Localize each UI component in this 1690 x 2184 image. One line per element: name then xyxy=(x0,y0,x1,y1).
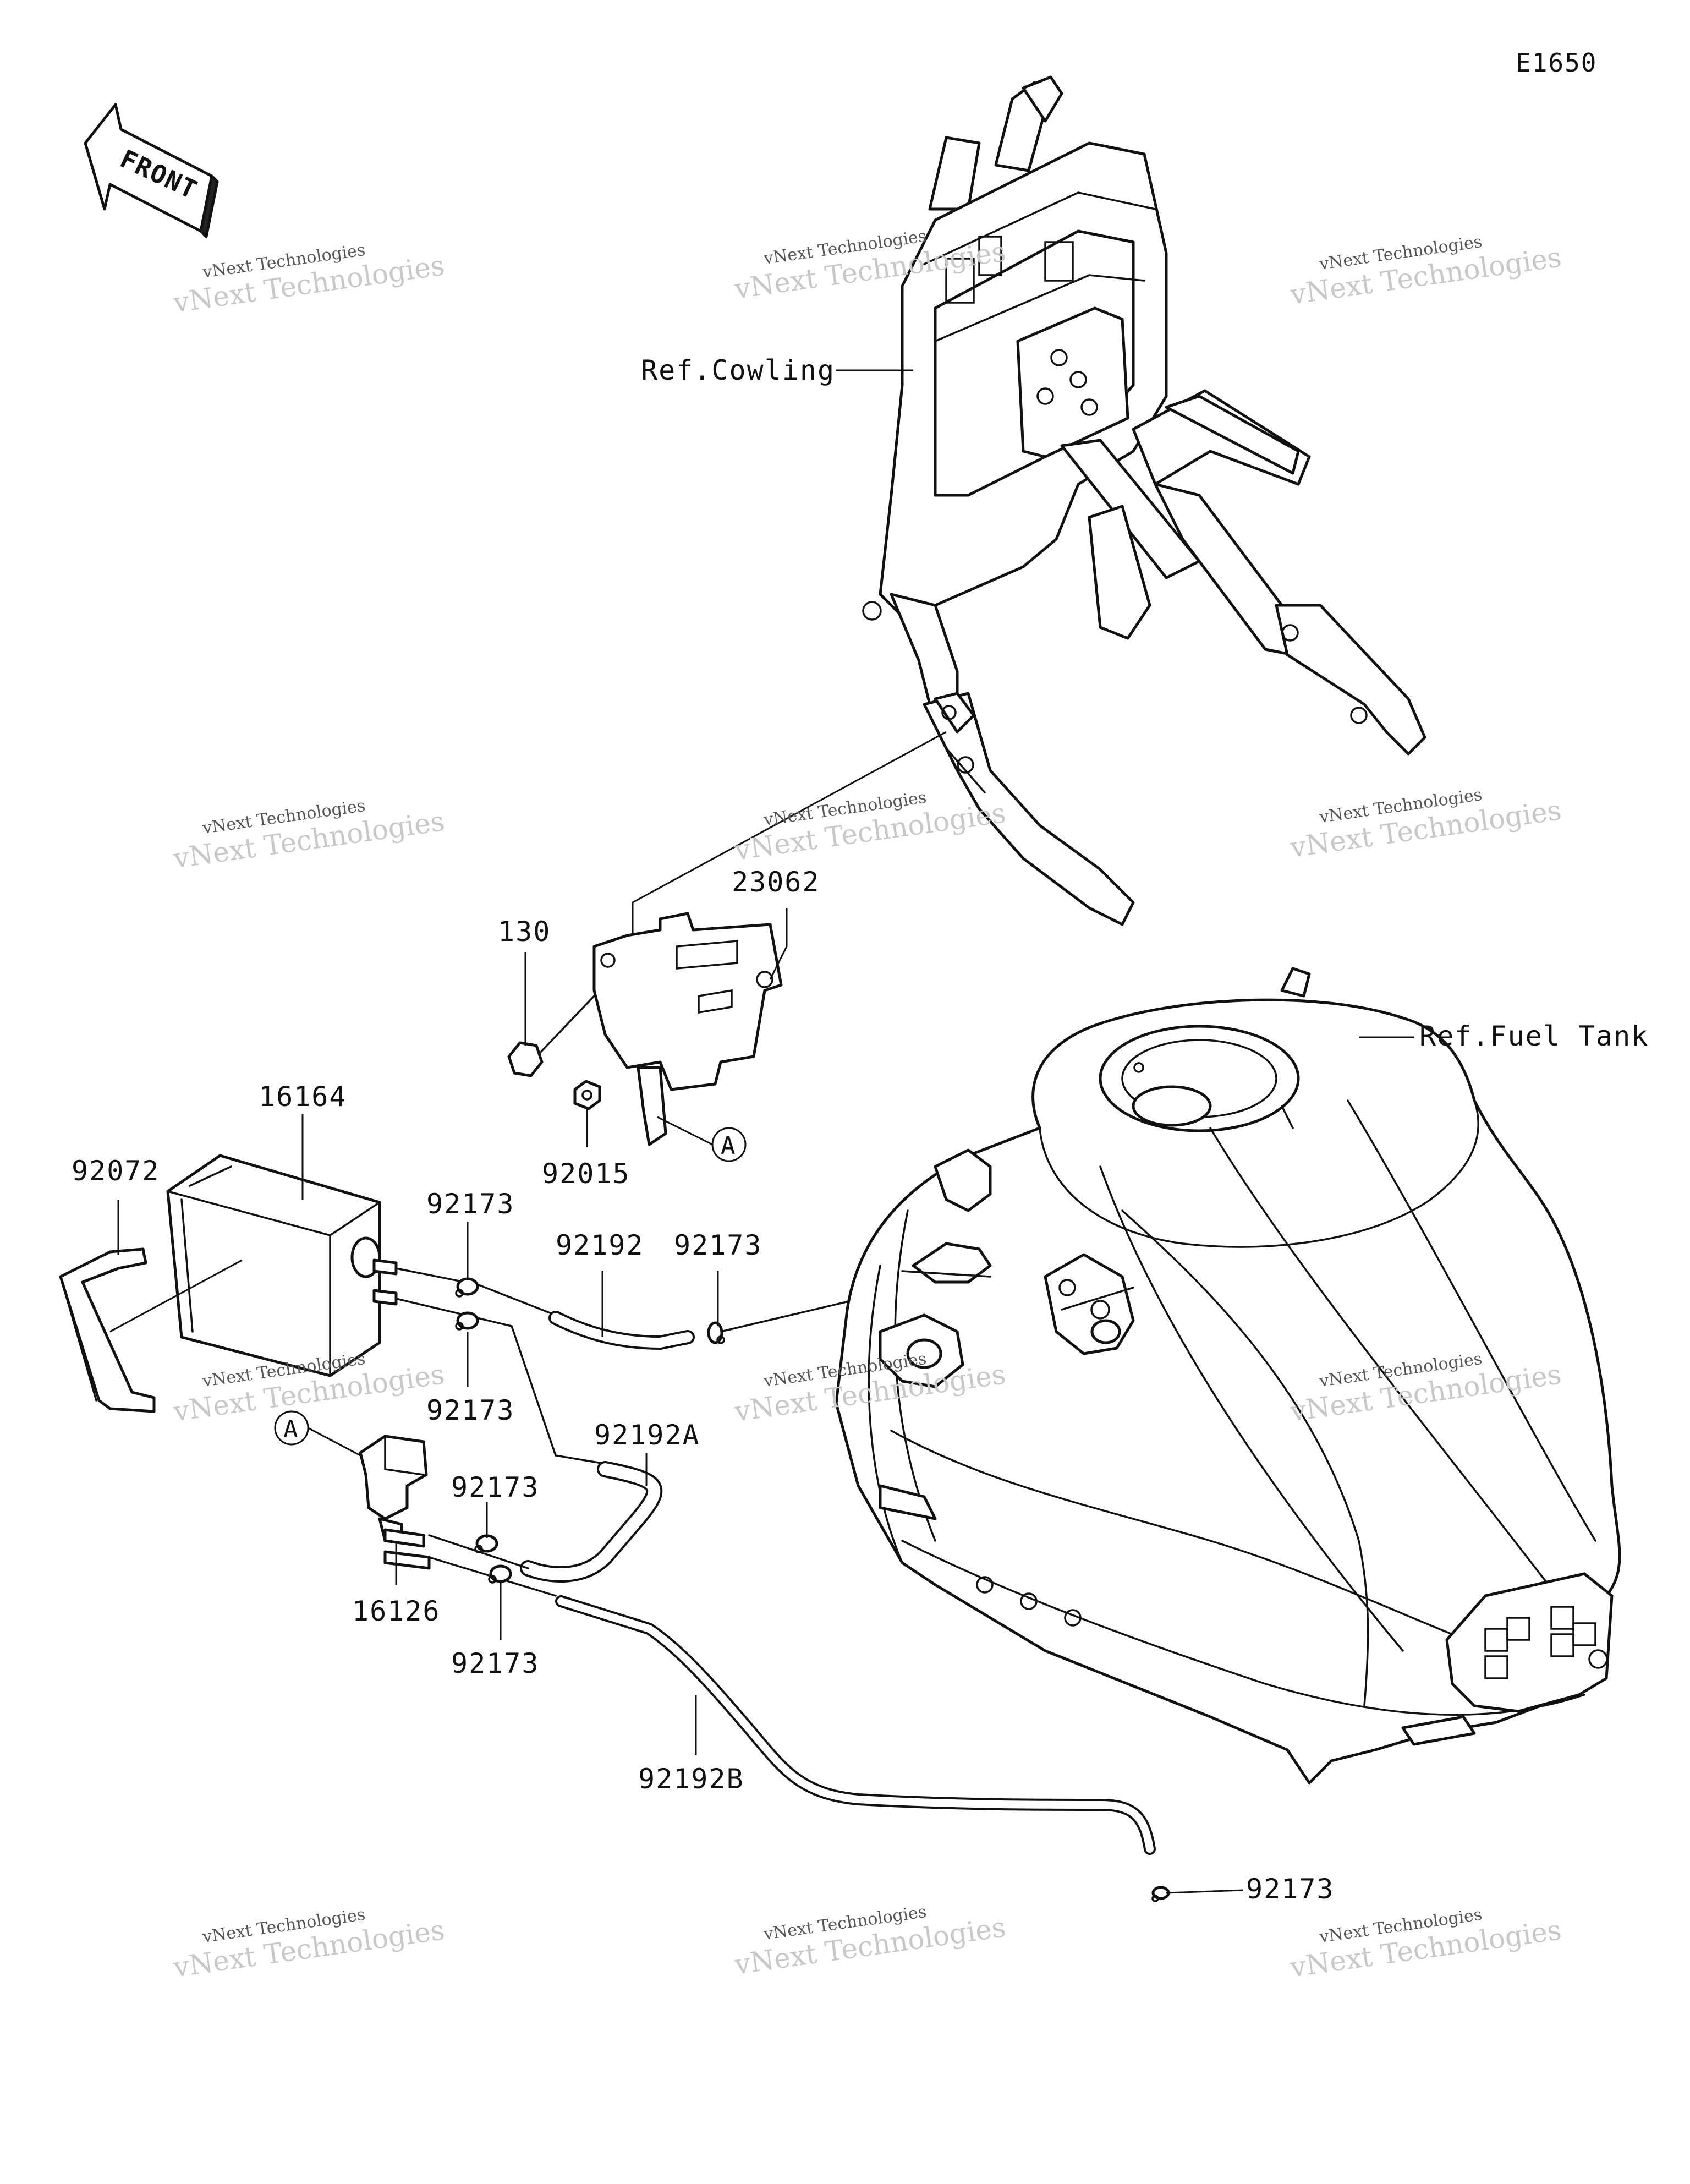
part-label-92173-c: 92173 xyxy=(674,1229,762,1261)
watermark-12: vNext Technologies vNext Technologies xyxy=(1288,1905,1563,1984)
nut-92015 xyxy=(573,1080,601,1110)
part-label-16126: 16126 xyxy=(352,1595,441,1627)
callout-a-bottom: A xyxy=(283,1415,299,1443)
fuel-tank xyxy=(835,967,1621,1785)
watermark-1: vNext Technologies vNext Technologies xyxy=(171,240,447,319)
diagram-code: E1650 xyxy=(1516,48,1597,78)
part-label-92173-f: 92173 xyxy=(1246,1873,1335,1905)
cowling-frame xyxy=(862,75,1426,926)
part-label-92192B: 92192B xyxy=(638,1763,744,1795)
bolt-130 xyxy=(507,995,595,1077)
canister-16164 xyxy=(166,1154,398,1377)
part-label-92173-e: 92173 xyxy=(451,1647,540,1679)
watermark-6: vNext Technologies vNext Technologies xyxy=(1288,785,1563,864)
ref-fuel-tank-label: Ref.Fuel Tank xyxy=(1419,1020,1649,1052)
part-label-16164: 16164 xyxy=(259,1081,347,1113)
part-label-23062: 23062 xyxy=(732,866,820,898)
strap-92072 xyxy=(59,1247,156,1413)
part-label-92173-b: 92173 xyxy=(426,1394,515,1426)
clamp-92173-f xyxy=(1151,1886,1170,1902)
clamp-92173-b xyxy=(455,1311,479,1331)
front-arrow-icon: FRONT xyxy=(84,103,219,238)
clamp-92173-a xyxy=(455,1277,479,1298)
part-label-92192A: 92192A xyxy=(594,1419,700,1451)
part-label-92173-a: 92173 xyxy=(426,1188,515,1220)
part-label-92015: 92015 xyxy=(542,1158,630,1190)
clamp-92173-d xyxy=(474,1534,498,1553)
watermark-3: vNext Technologies vNext Technologies xyxy=(1288,232,1563,311)
watermark-10: vNext Technologies vNext Technologies xyxy=(171,1905,447,1984)
clamp-92173-e xyxy=(488,1564,512,1584)
part-label-92173-d: 92173 xyxy=(451,1471,540,1503)
valve-16126 xyxy=(359,1435,431,1570)
hose-92192A xyxy=(395,1298,663,1583)
watermark-5: vNext Technologies vNext Technologies xyxy=(732,788,1008,867)
watermark-8: vNext Technologies vNext Technologies xyxy=(732,1349,1008,1428)
part-label-92192: 92192 xyxy=(556,1229,644,1261)
part-label-92072: 92072 xyxy=(72,1155,160,1187)
callout-a-top: A xyxy=(721,1132,737,1160)
watermark-11: vNext Technologies vNext Technologies xyxy=(732,1902,1008,1981)
clamp-92173-c xyxy=(707,1321,725,1344)
watermark-4: vNext Technologies vNext Technologies xyxy=(171,796,447,875)
ref-cowling-label: Ref.Cowling xyxy=(641,354,835,386)
bracket-23062 xyxy=(592,912,783,1146)
part-label-130: 130 xyxy=(498,916,551,948)
